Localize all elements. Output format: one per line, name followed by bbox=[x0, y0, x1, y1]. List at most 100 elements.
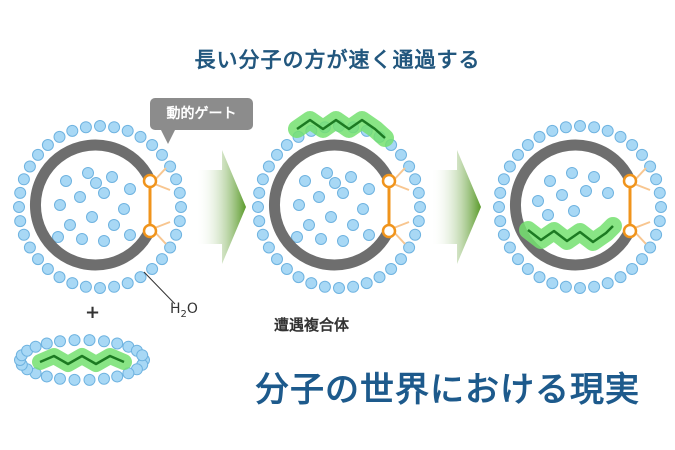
water-bead bbox=[108, 219, 120, 231]
water-bead bbox=[357, 203, 369, 215]
stage-2-interior bbox=[291, 167, 375, 247]
water-bead bbox=[636, 253, 648, 266]
water-bead bbox=[588, 280, 601, 293]
water-bead bbox=[136, 349, 149, 362]
plus-sign: + bbox=[85, 302, 101, 323]
water-bead bbox=[313, 191, 325, 203]
water-bead bbox=[173, 186, 186, 199]
water-bead bbox=[52, 231, 64, 243]
water-bead bbox=[559, 280, 572, 293]
water-bead bbox=[66, 277, 79, 290]
dynamic-gate-label: 動的ゲート bbox=[150, 98, 253, 130]
water-bead bbox=[13, 201, 25, 213]
water-bead bbox=[544, 175, 556, 187]
water-bead bbox=[146, 263, 159, 275]
water-bead bbox=[602, 187, 614, 199]
water-bead bbox=[170, 173, 183, 186]
water-bead bbox=[68, 373, 81, 386]
water-bead bbox=[76, 233, 88, 245]
water-bead bbox=[82, 167, 94, 179]
stage-3-ring bbox=[510, 139, 636, 271]
encounter-complex-label: 遭遇複合体 bbox=[274, 316, 350, 334]
water-bead bbox=[280, 263, 293, 275]
water-bead bbox=[512, 148, 524, 161]
water-bead bbox=[83, 334, 96, 347]
water-bead bbox=[156, 253, 168, 266]
water-bead bbox=[54, 372, 66, 385]
water-bead bbox=[636, 148, 648, 161]
water-bead bbox=[41, 263, 54, 275]
water-bead bbox=[299, 175, 311, 187]
water-bead bbox=[134, 130, 147, 143]
water-bead bbox=[108, 280, 121, 293]
water-bead bbox=[98, 372, 110, 385]
water-bead bbox=[32, 253, 44, 266]
water-bead bbox=[29, 340, 42, 353]
water-bead bbox=[655, 201, 667, 213]
water-bead bbox=[303, 219, 315, 231]
water-bead bbox=[497, 173, 510, 186]
water-bead bbox=[86, 211, 98, 223]
water-bead bbox=[156, 148, 168, 161]
water-bead bbox=[588, 171, 600, 183]
water-bead bbox=[111, 370, 124, 383]
free-molecule-shell bbox=[14, 334, 150, 386]
water-bead bbox=[118, 203, 130, 215]
water-bead bbox=[653, 215, 666, 228]
water-bead bbox=[280, 139, 293, 151]
water-bead bbox=[347, 280, 360, 293]
water-bead bbox=[363, 183, 375, 195]
water-bead bbox=[54, 199, 66, 211]
water-bead bbox=[41, 139, 54, 151]
water-bead bbox=[106, 171, 118, 183]
water-bead bbox=[83, 373, 96, 386]
water-bead bbox=[533, 130, 546, 143]
water-bead bbox=[337, 187, 349, 199]
water-bead bbox=[566, 167, 578, 179]
water-bead bbox=[40, 370, 53, 383]
water-bead bbox=[253, 215, 266, 228]
water-bead bbox=[253, 186, 266, 199]
water-bead bbox=[568, 205, 580, 217]
water-bead bbox=[271, 148, 283, 161]
stage-3-interior bbox=[532, 167, 614, 221]
gate-label-pointer bbox=[160, 128, 176, 144]
water-bead bbox=[556, 189, 568, 201]
water-bead bbox=[175, 201, 187, 213]
water-bead bbox=[580, 185, 592, 197]
water-bead bbox=[256, 228, 269, 241]
stage-1-gate bbox=[142, 167, 171, 245]
free-molecule bbox=[32, 348, 132, 372]
water-bead bbox=[512, 253, 524, 266]
water-bead bbox=[395, 148, 407, 161]
stage-3-beads bbox=[493, 120, 667, 294]
water-bead bbox=[409, 228, 422, 241]
stage-2-ring bbox=[269, 139, 395, 271]
h2o-pointer-line bbox=[143, 271, 176, 305]
water-bead bbox=[347, 219, 359, 231]
water-bead bbox=[412, 215, 425, 228]
water-bead bbox=[146, 139, 159, 151]
water-bead bbox=[291, 231, 303, 243]
water-bead bbox=[94, 120, 106, 132]
page-title: 長い分子の方が速く通過する bbox=[194, 48, 481, 72]
water-bead bbox=[626, 263, 639, 275]
water-bead bbox=[574, 282, 586, 294]
water-bead bbox=[644, 241, 657, 254]
water-bead bbox=[271, 253, 283, 266]
water-bead bbox=[503, 241, 516, 254]
water-bead bbox=[321, 167, 333, 179]
water-bead bbox=[532, 195, 544, 207]
water-bead bbox=[134, 271, 147, 284]
water-bead bbox=[650, 173, 663, 186]
water-bead bbox=[494, 215, 507, 228]
water-bead bbox=[345, 171, 357, 183]
water-bead bbox=[542, 209, 554, 221]
water-bead bbox=[588, 121, 601, 134]
water-bead bbox=[98, 335, 110, 348]
water-bead bbox=[653, 186, 666, 199]
water-bead bbox=[53, 271, 66, 284]
water-bead bbox=[54, 335, 66, 348]
water-label: H2O bbox=[170, 301, 198, 320]
